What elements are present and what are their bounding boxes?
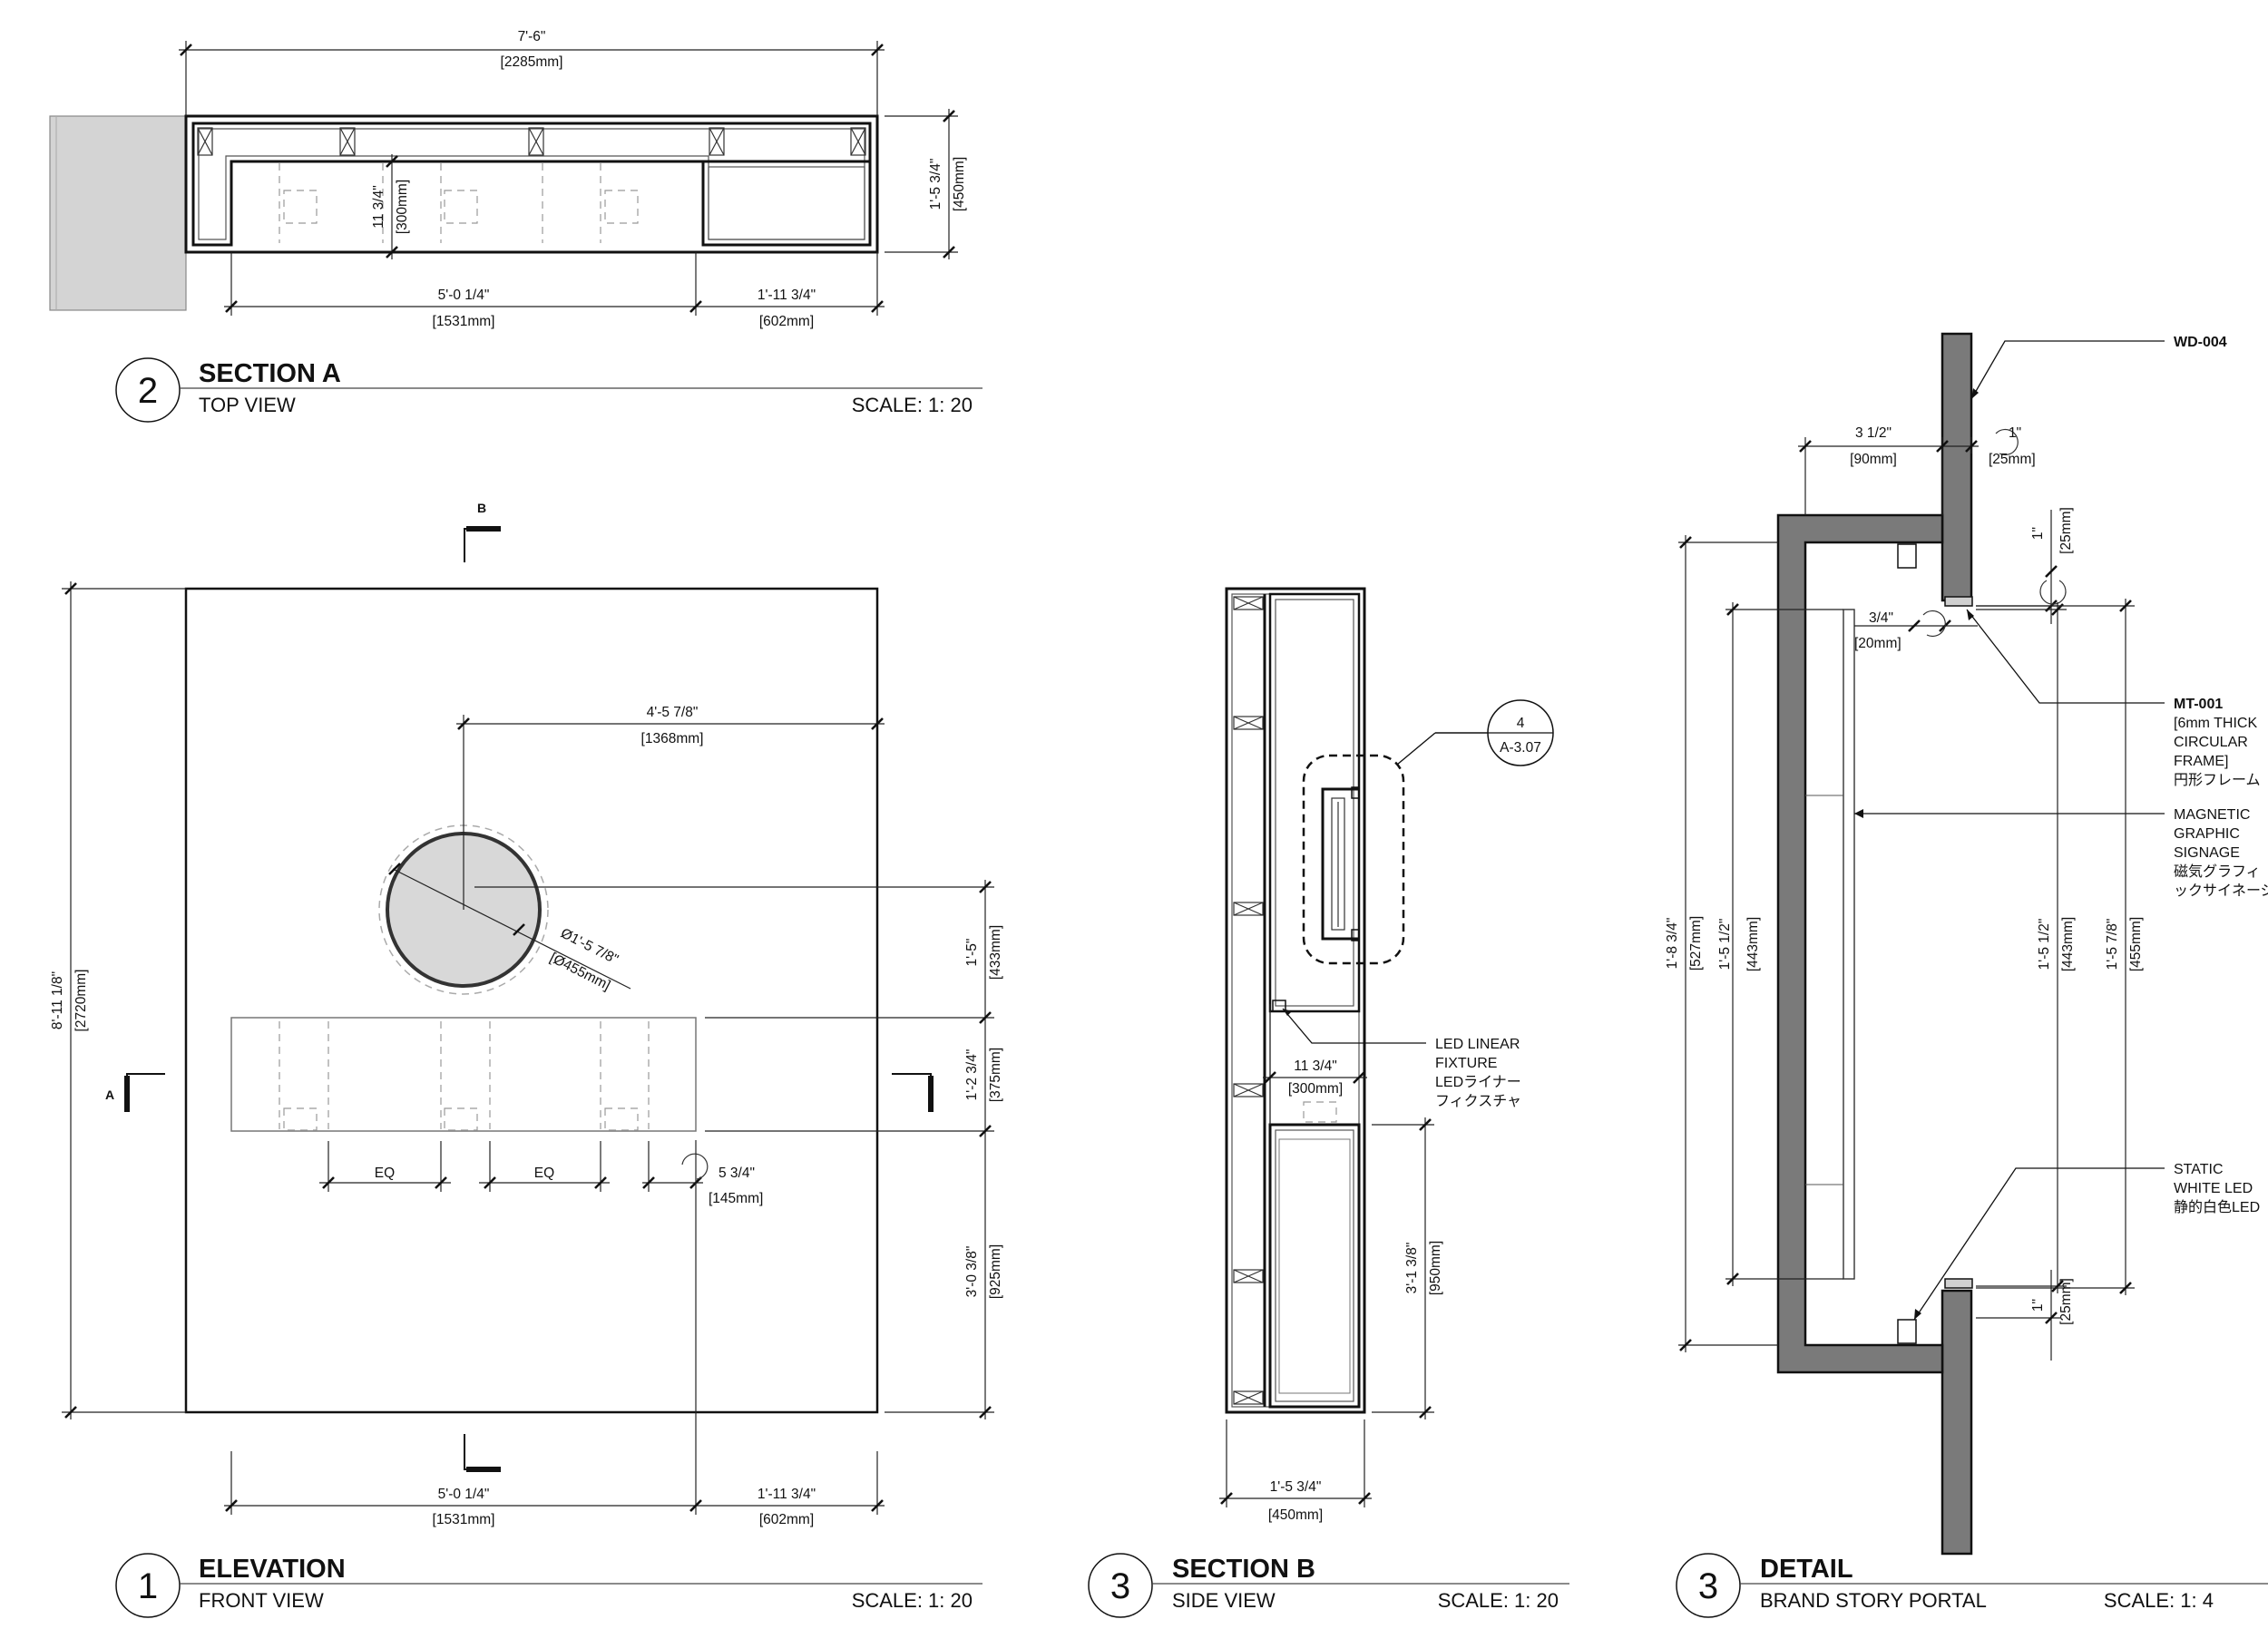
elevation-band-ft: 1'-2 3/4"	[964, 1049, 980, 1101]
section-b-scale: SCALE: 1: 20	[1438, 1589, 1559, 1612]
section-a-right-ft: 1'-11 3/4"	[758, 288, 816, 303]
detail-frame-total-ft: 1'-5 7/8"	[2105, 919, 2120, 971]
section-a-depth-ft: 1'-5 3/4"	[928, 159, 943, 210]
detail-bottom-mm: [25mm]	[2058, 1278, 2074, 1325]
detail-subtitle: BRAND STORY PORTAL	[1760, 1589, 1987, 1612]
elevation-right-mm: [602mm]	[759, 1512, 814, 1527]
elevation-front-view: B A 8'-11 1/8" [2720mm] 4'-5 7/8" [1368m…	[50, 501, 1003, 1618]
elevation-marker-b: B	[477, 501, 486, 515]
elevation-circle-offset-mm: [1368mm]	[641, 731, 704, 746]
section-a-inner-ft: 11 3/4"	[371, 185, 386, 228]
section-b-lower-mm: [950mm]	[1428, 1241, 1443, 1295]
detail-gap-ft: 3/4"	[1869, 610, 1893, 626]
section-a-title: SECTION A	[199, 359, 341, 388]
elevation-number: 1	[138, 1566, 158, 1606]
elevation-gap-mm: [145mm]	[709, 1191, 763, 1206]
section-b-subtitle: SIDE VIEW	[1172, 1589, 1276, 1612]
section-b-width-mm: [450mm]	[1268, 1507, 1323, 1523]
detail-mag-line-5: ックサイネージ	[2174, 883, 2268, 899]
section-a-overall-ft: 7'-6"	[518, 29, 546, 44]
section-b-led-line-4: フィクスチャ	[1435, 1093, 1521, 1109]
detail-opening-ft: 1'-5 1/2"	[2037, 919, 2052, 971]
detail-view: 3 1/2" [90mm] 1" [25mm] WD-004 1" [25mm]…	[1665, 332, 2268, 1618]
section-a-left-ft: 5'-0 1/4"	[438, 288, 490, 303]
section-b-mid-ft: 11 3/4"	[1294, 1058, 1336, 1074]
section-a-overall-mm: [2285mm]	[501, 54, 563, 70]
elevation-left-mm: [1531mm]	[433, 1512, 495, 1527]
section-b-number: 3	[1110, 1566, 1130, 1606]
elevation-band-mm: [375mm]	[988, 1048, 1003, 1102]
detail-frame-ft: 1"	[2009, 425, 2021, 441]
detail-gap-mm: [20mm]	[1854, 636, 1901, 651]
detail-led-line-3: 静的白色LED	[2174, 1199, 2260, 1215]
elevation-circle-offset-ft: 4'-5 7/8"	[647, 705, 699, 720]
elevation-height-mm: [2720mm]	[73, 970, 89, 1032]
section-b-width-ft: 1'-5 3/4"	[1270, 1479, 1322, 1495]
elevation-subtitle: FRONT VIEW	[199, 1589, 324, 1612]
detail-opening-mm: [443mm]	[2060, 917, 2076, 971]
detail-mt-line-2: CIRCULAR	[2174, 735, 2248, 750]
detail-number: 3	[1698, 1566, 1718, 1606]
detail-mag-line-4: 磁気グラフィ	[2174, 863, 2261, 880]
detail-mag-line-2: GRAPHIC	[2174, 826, 2240, 842]
section-a-scale: SCALE: 1: 20	[852, 394, 973, 416]
detail-panel-mm: [443mm]	[1745, 917, 1761, 971]
detail-top-ft: 1"	[2030, 527, 2046, 540]
elevation-lower-ft: 3'-0 3/8"	[964, 1246, 980, 1298]
section-b-callout-sheet: A-3.07	[1500, 740, 1541, 756]
elevation-lower-mm: [925mm]	[988, 1244, 1003, 1299]
detail-bottom-ft: 1"	[2030, 1299, 2046, 1312]
elevation-height-ft: 8'-11 1/8"	[50, 971, 65, 1029]
section-b-led-line-2: FIXTURE	[1435, 1056, 1497, 1071]
detail-panel-ft: 1'-5 1/2"	[1717, 919, 1733, 971]
section-b-led-line-1: LED LINEAR	[1435, 1037, 1520, 1052]
elevation-eq-1: EQ	[375, 1166, 395, 1181]
section-b-lower-ft: 3'-1 3/8"	[1404, 1243, 1420, 1294]
section-a-inner-mm: [300mm]	[395, 180, 410, 234]
section-a-right-mm: [602mm]	[759, 314, 814, 329]
elevation-title: ELEVATION	[199, 1555, 346, 1584]
section-a-left-mm: [1531mm]	[433, 314, 495, 329]
detail-mt-line-3: FRAME]	[2174, 754, 2228, 769]
detail-mag-line-3: SIGNAGE	[2174, 845, 2240, 861]
detail-outer-ft: 1'-8 3/4"	[1665, 918, 1680, 970]
detail-outer-mm: [527mm]	[1688, 916, 1704, 971]
elevation-gap-ft: 5 3/4"	[719, 1166, 755, 1181]
detail-led-line-2: WHITE LED	[2174, 1181, 2253, 1196]
section-a-subtitle: TOP VIEW	[199, 394, 296, 416]
elevation-scale: SCALE: 1: 20	[852, 1589, 973, 1612]
section-b-title: SECTION B	[1172, 1555, 1315, 1584]
detail-frame-total-mm: [455mm]	[2128, 917, 2144, 971]
detail-led-line-1: STATIC	[2174, 1162, 2224, 1177]
section-b-side-view: 4 A-3.07 LED LINEAR FIXTURE LEDライナー フィクス…	[1088, 587, 1569, 1618]
section-a-depth-mm: [450mm]	[952, 157, 967, 211]
detail-depth-mm: [90mm]	[1850, 452, 1897, 467]
detail-mt-line-4: 円形フレーム	[2174, 772, 2261, 788]
detail-mt-line-1: [6mm THICK	[2174, 716, 2257, 731]
elevation-left-ft: 5'-0 1/4"	[438, 1487, 490, 1502]
section-a-number: 2	[138, 371, 158, 411]
elevation-upper-mm: [433mm]	[988, 925, 1003, 980]
detail-wd-label: WD-004	[2174, 335, 2227, 350]
section-b-mid-mm: [300mm]	[1288, 1081, 1343, 1097]
elevation-upper-ft: 1'-5"	[964, 939, 980, 967]
detail-title: DETAIL	[1760, 1555, 1853, 1584]
detail-scale: SCALE: 1: 4	[2104, 1589, 2214, 1612]
section-b-callout-number: 4	[1517, 716, 1525, 731]
section-a-top-view: 7'-6" [2285mm] 1'-5 3/4" [450mm] 11 3/4"…	[49, 29, 982, 423]
detail-mag-line-1: MAGNETIC	[2174, 807, 2250, 823]
section-b-led-line-3: LEDライナー	[1435, 1075, 1521, 1090]
detail-top-mm: [25mm]	[2058, 507, 2074, 554]
detail-depth-ft: 3 1/2"	[1855, 425, 1892, 441]
detail-frame-mm: [25mm]	[1989, 452, 2036, 467]
detail-mt-code: MT-001	[2174, 697, 2223, 712]
elevation-right-ft: 1'-11 3/4"	[758, 1487, 816, 1502]
elevation-eq-2: EQ	[534, 1166, 554, 1181]
elevation-marker-a: A	[105, 1088, 114, 1102]
